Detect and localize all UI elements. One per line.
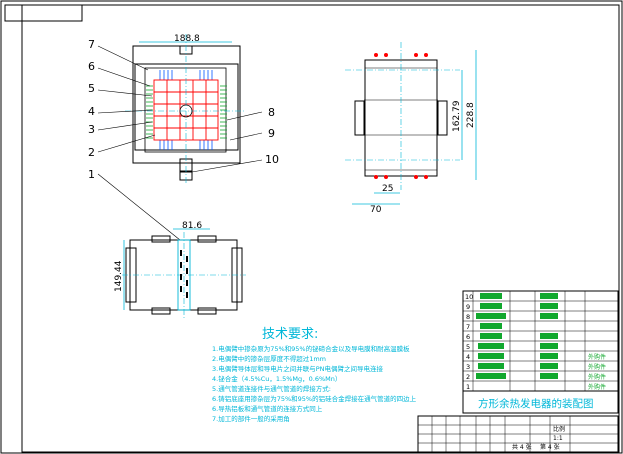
dim-side-width-1: 25 [382,184,393,194]
drawing-frame [21,4,620,453]
part-label: 1 [88,168,95,181]
notes-title: 技术要求: [262,327,318,342]
note-line: 6.导热铝板和通气管道的连接方式同上 [212,404,323,413]
title-cell: 共 4 张 [512,443,532,451]
title-cell: 第 4 张 [540,443,560,451]
dim-side-height-2: 228.8 [466,102,476,128]
bom-row-note: 外购件 [588,353,606,361]
part-label: 2 [88,146,95,159]
dim-front-width: 81.6 [182,221,202,231]
part-label: 8 [268,106,275,119]
corner-box [4,4,83,22]
part-label: 10 [265,153,279,166]
part-label: 5 [88,82,95,95]
side-view: 162.79 228.8 25 70 [345,42,477,215]
bom-row-no: 1 [466,383,470,391]
bom-row-note: 外购件 [588,363,606,371]
bom-row-no: 5 [466,343,470,351]
drawing-title: 方形余热发电器的装配图 [478,397,594,410]
note-line: 5.通气管道连接件与通气管道的焊接方式: [212,384,331,393]
bom-row-no: 7 [466,323,470,331]
note-line: 2.电偶臂中的掺杂层厚度不得超过1mm [212,354,326,363]
dim-top-width: 188.8 [174,34,200,44]
part-label: 9 [268,127,275,140]
bom-row-no: 2 [466,373,470,381]
note-line: 3.电偶臂导体层和导电片之间并联与PN电偶臂之间导电连接 [212,364,383,373]
bom-row-no: 4 [466,353,470,361]
bom-row-no: 9 [466,303,470,311]
dim-front-height: 149.44 [114,260,124,292]
note-line: 6.铸铝底座用掺杂层为75%和95%的铝硅合金焊接在通气管道的四边上 [212,394,417,403]
dim-side-width-2: 70 [370,205,382,215]
title-cell: 1:1 [553,435,563,442]
note-line: 7.加工的部件一般的采用角 [212,414,290,423]
part-label: 4 [88,105,95,118]
title-block: 方形余热发电器的装配图 比例 共 4 张 第 4 张 1:1 [417,390,619,453]
part-label: 6 [88,60,95,73]
bill-of-materials: 10 9 8 7 6 5 4 3 2 1 外购件 外购件 外购件 外购件 [462,290,619,392]
bom-row-note: 外购件 [588,373,606,381]
title-cell: 比例 [553,425,565,433]
technical-notes: 技术要求: 1.电偶臂中掺杂原为75%和95%的铋碲合金以及导电膜和耐高温膜板 … [212,327,417,423]
note-line: 4.铋合金（4.5%Cu，1.5%Mg，0.6%Mn） [212,374,341,383]
part-label: 3 [88,123,95,136]
note-line: 1.电偶臂中掺杂原为75%和95%的铋碲合金以及导电膜和耐高温膜板 [212,344,410,353]
bom-row-no: 3 [466,363,470,371]
bom-row-no: 10 [465,293,473,301]
top-view: 188.8 [88,34,279,241]
bom-row-note: 外购件 [588,383,606,391]
part-label: 7 [88,38,95,51]
bom-row-no: 8 [466,313,470,321]
dim-side-height-1: 162.79 [452,100,462,132]
front-view: 81.6 149.44 [114,221,246,318]
bom-row-no: 6 [466,333,470,341]
